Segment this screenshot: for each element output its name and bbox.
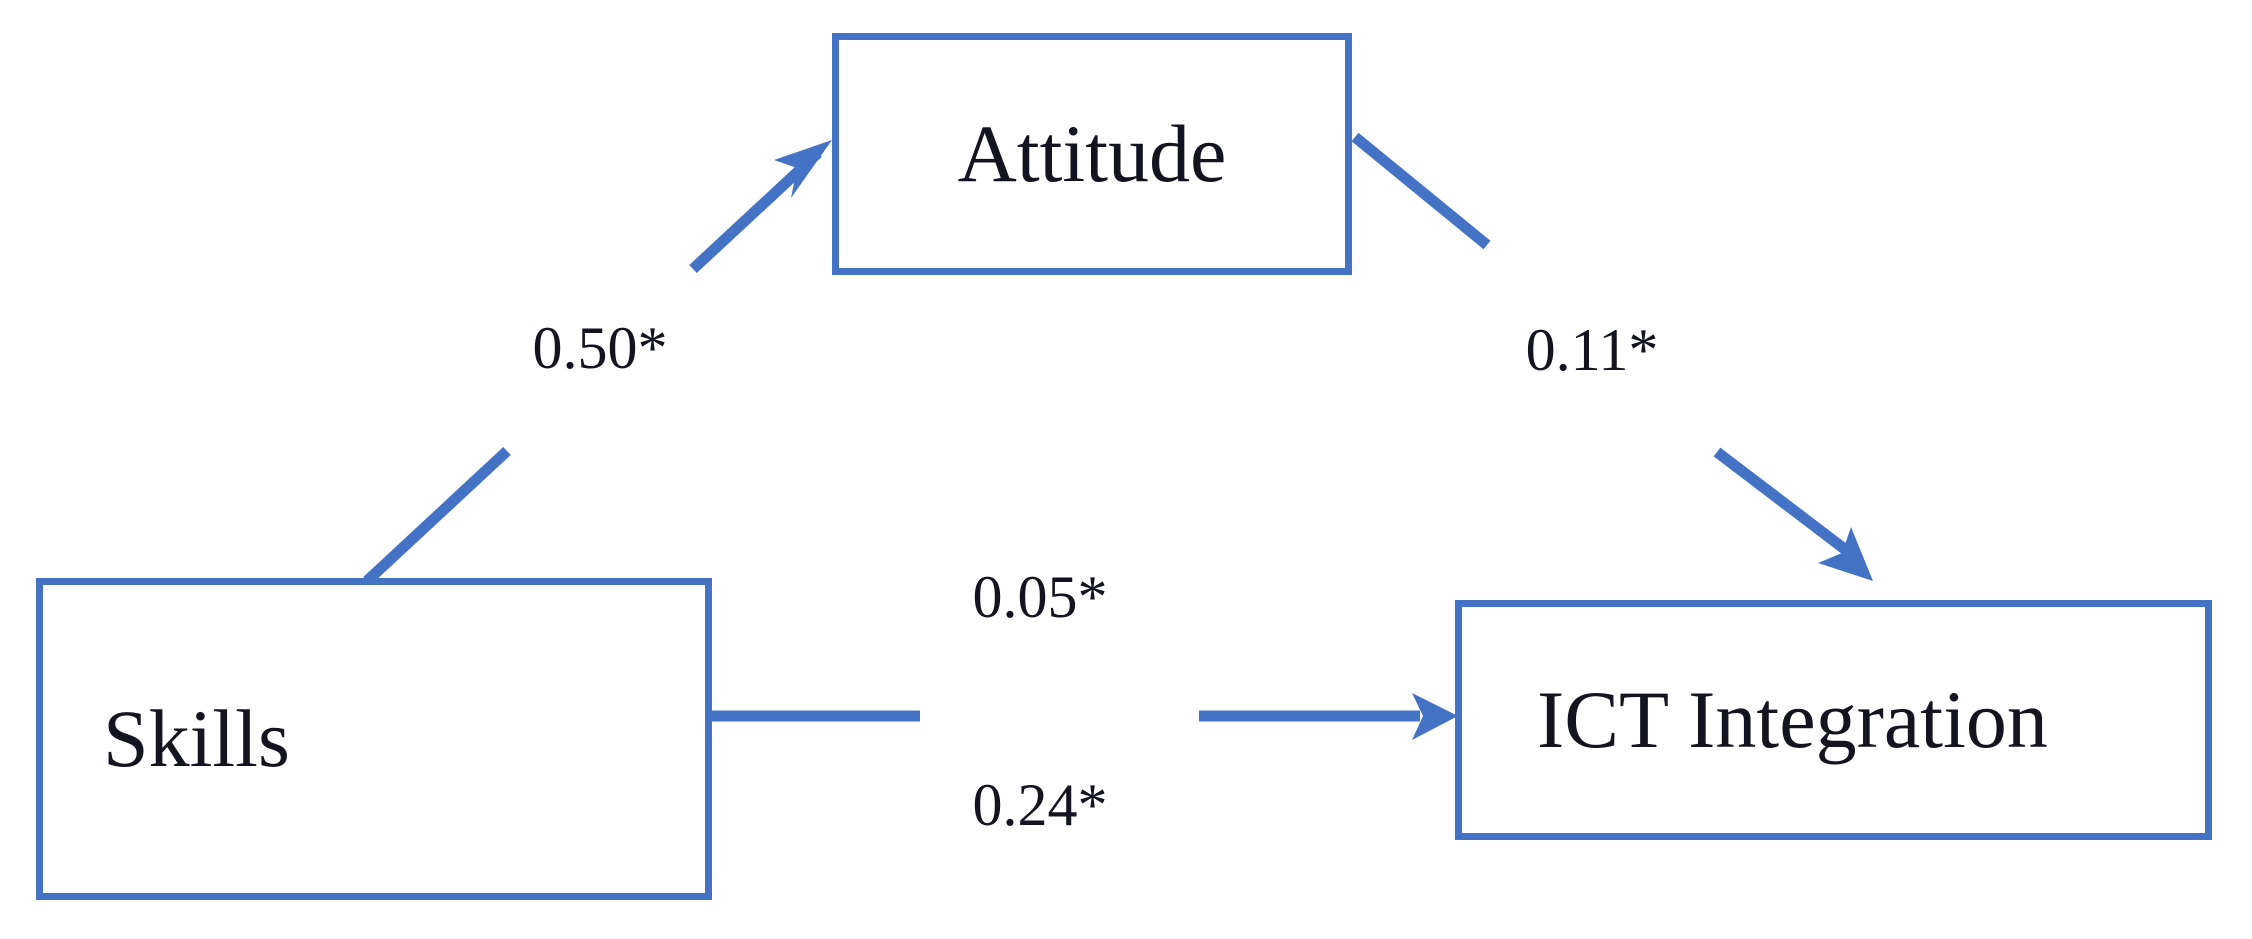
edge-label-skills-ict-upper: 0.05* <box>972 564 1108 630</box>
edge-attitude-ict-lower-segment <box>1713 447 1859 562</box>
node-attitude[interactable]: Attitude <box>832 33 1352 275</box>
edge-label-skills-ict-lower: 0.24* <box>972 772 1108 838</box>
node-ict[interactable]: ICT Integration <box>1455 600 2212 840</box>
edge-label-attitude-ict: 0.11* <box>1525 317 1659 383</box>
edge-label-skills-attitude: 0.50* <box>532 315 668 381</box>
arrowhead-skills-ict-icon <box>1412 693 1458 740</box>
node-skills[interactable]: Skills <box>36 578 712 900</box>
node-attitude-label: Attitude <box>957 108 1227 199</box>
arrowhead-skills-attitude-icon <box>774 140 832 198</box>
edge-attitude-ict-upper-segment <box>1351 132 1491 250</box>
edge-skills-attitude-upper-segment <box>689 148 822 274</box>
arrowhead-attitude-ict-icon <box>1818 527 1873 581</box>
node-skills-label: Skills <box>103 693 290 784</box>
edge-skills-attitude-lower-segment <box>363 446 511 586</box>
node-ict-label: ICT Integration <box>1537 674 2048 765</box>
